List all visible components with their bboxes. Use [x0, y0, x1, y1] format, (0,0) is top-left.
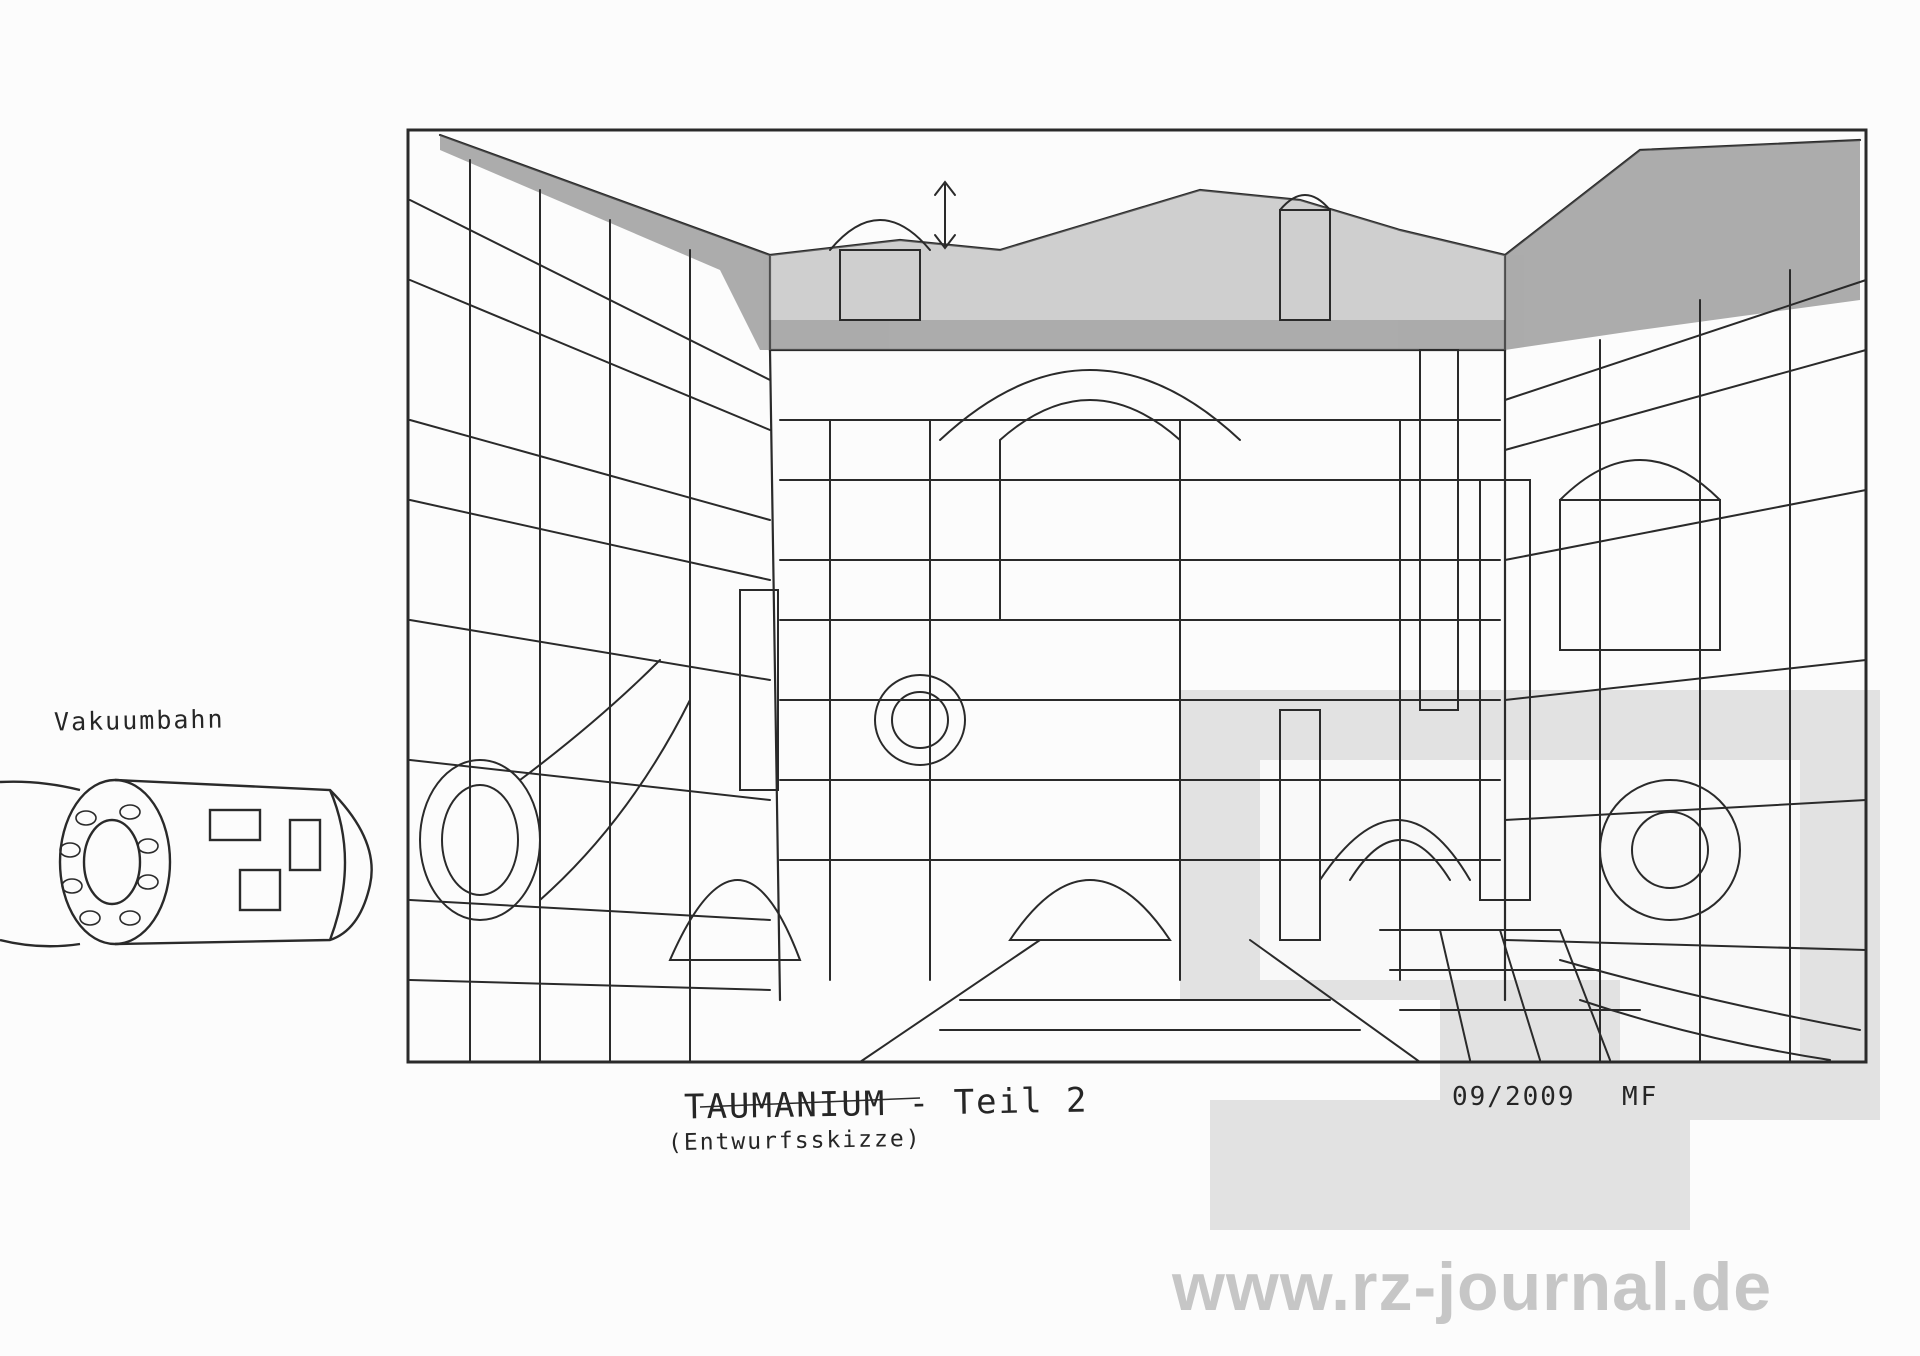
watermark-url: www.rz-journal.de: [1172, 1249, 1773, 1325]
sketch-title: TAUMANIUM - Teil 2: [683, 1080, 1089, 1128]
vakuumbahn-label: Vakuumbahn: [53, 704, 225, 737]
sketch-date: 09/2009: [1452, 1082, 1576, 1112]
sketch-frame: [406, 128, 1868, 1064]
sketch-subtitle: (Entwurfsskizze): [667, 1125, 922, 1157]
artist-initials: MF: [1622, 1082, 1660, 1112]
vakuumbahn-capsule: [0, 778, 373, 948]
